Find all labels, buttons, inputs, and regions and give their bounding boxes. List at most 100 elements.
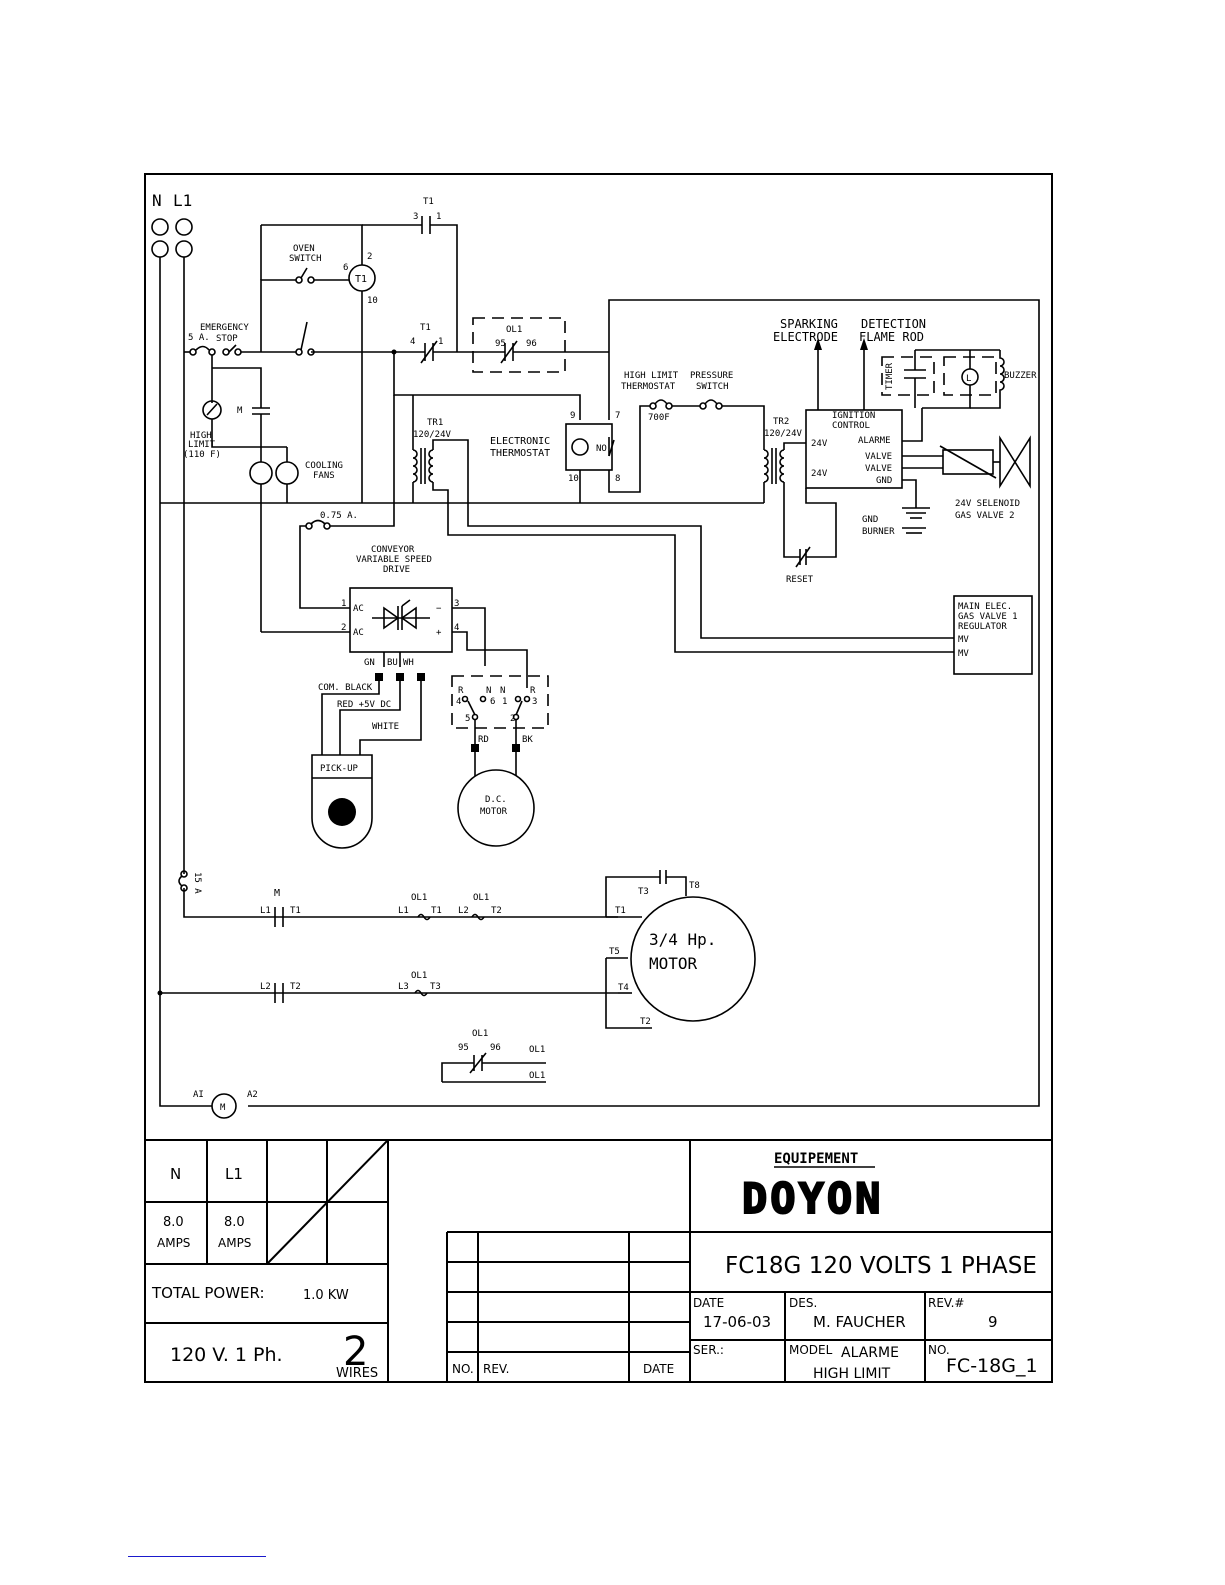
- thermostat-pin9: 9: [570, 411, 575, 421]
- gas-valve-2: [999, 435, 1031, 489]
- model-value-2: HIGH LIMIT: [813, 1366, 891, 1382]
- main-motor: [630, 896, 756, 1022]
- ol-d-95: 95: [458, 1043, 469, 1053]
- ol-c-label: OL1: [411, 971, 427, 981]
- bk-label: BK: [522, 735, 533, 745]
- ol-b-l2: L2: [458, 906, 469, 916]
- timer-box: [881, 356, 935, 396]
- contactor-t1: T1: [290, 906, 301, 916]
- t1-mid-pin1: 1: [438, 337, 443, 347]
- amps-n-value: 8.0: [163, 1215, 184, 1230]
- supply-terminals: N L1: [151, 191, 193, 258]
- conveyor-drive: [349, 587, 453, 653]
- rev-value: 9: [988, 1313, 998, 1331]
- ol1-box-label: OL1: [506, 325, 522, 335]
- m-contactor-label: M: [274, 888, 280, 899]
- ol-d-out2: OL1: [529, 1071, 545, 1081]
- t1-coil-label: T1: [355, 274, 367, 285]
- timer-label: TIMER: [885, 362, 895, 390]
- hour-meter: [211, 1093, 237, 1119]
- drive-pin1: 1: [341, 599, 346, 609]
- t1-pin2: 2: [367, 252, 372, 262]
- fuse-075-label: 0.75 A.: [320, 511, 358, 521]
- emergency-stop-label-1: EMERGENCY: [200, 323, 249, 333]
- des-value: M. FAUCHER: [813, 1313, 906, 1331]
- main-valve-label-3: REGULATOR: [958, 622, 1007, 632]
- date-value: 17-06-03: [703, 1313, 771, 1331]
- ol1-box: [472, 317, 566, 373]
- motor-t5: T5: [609, 947, 620, 957]
- rev-n1: N: [486, 686, 491, 696]
- ol-a-l1: L1: [398, 906, 409, 916]
- main-valve-label-2: GAS VALVE 1: [958, 612, 1018, 622]
- cooling-fan-2: [275, 461, 299, 485]
- t1-top-pin3: 3: [413, 212, 418, 222]
- rev-table-date: DATE: [643, 1362, 674, 1376]
- thermostat-pin8: 8: [615, 474, 620, 484]
- wires-label: WIRES: [336, 1366, 378, 1381]
- ol-a-label: OL1: [411, 893, 427, 903]
- conveyor-label-2: VARIABLE SPEED: [356, 555, 432, 565]
- company-top: EQUIPEMENT: [774, 1151, 858, 1167]
- ser-label: SER.:: [693, 1343, 724, 1357]
- des-label: DES.: [789, 1296, 817, 1310]
- fuse-5a-label: 5 A.: [188, 333, 210, 343]
- burner-label: BURNER: [862, 527, 895, 537]
- drive-wh: WH: [403, 658, 414, 668]
- total-power-value: 1.0 KW: [303, 1288, 349, 1303]
- ignition-control: [805, 409, 903, 489]
- supply-voltage: 120 V. 1 Ph.: [170, 1344, 283, 1366]
- ignition-24v-a: 24V: [811, 439, 828, 449]
- rev-5: 5: [465, 714, 470, 724]
- rev-r1: R: [458, 686, 464, 696]
- motor-t1: T1: [615, 906, 626, 916]
- high-limit-label-2: LIMIT: [188, 440, 216, 450]
- drive-bu: BU: [387, 658, 398, 668]
- pickup-sensor: [311, 754, 373, 849]
- white-label: WHITE: [372, 722, 399, 732]
- m-relay-label: M: [237, 406, 243, 416]
- drive-pin2: 2: [341, 623, 346, 633]
- dc-motor-label-1: D.C.: [485, 795, 507, 805]
- motor-t2: T2: [640, 1017, 651, 1027]
- ol1-95: 95: [495, 339, 506, 349]
- t1-top-label: T1: [423, 197, 434, 207]
- ignition-alarme: ALARME: [858, 436, 891, 446]
- high-limit-thermostat-label-1: HIGH LIMIT: [624, 371, 679, 381]
- supply-neutral-label: N: [152, 191, 162, 210]
- drive-ac2: AC: [353, 628, 364, 638]
- ol-b-t2: T2: [491, 906, 502, 916]
- conveyor-label-3: DRIVE: [383, 565, 410, 575]
- rev-table-no: NO.: [452, 1362, 474, 1376]
- company-logo: DOYON: [742, 1174, 883, 1223]
- wires-count: 2: [343, 1329, 368, 1375]
- drive-plus: +: [436, 628, 442, 638]
- com-black-label: COM. BLACK: [318, 683, 373, 693]
- drawing-frame: [144, 173, 1053, 1383]
- cooling-fan-1: [249, 461, 273, 485]
- amps-l1-value: 8.0: [224, 1215, 245, 1230]
- main-valve-mv-a: MV: [958, 635, 969, 645]
- contactor-l2: L2: [260, 982, 271, 992]
- ol-d-label: OL1: [472, 1029, 488, 1039]
- ol-c-t3: T3: [430, 982, 441, 992]
- total-power-label: TOTAL POWER:: [151, 1284, 265, 1302]
- title-block: N L1 8.0 AMPS 8.0 AMPS TOTAL POWER: 1.0 …: [144, 1139, 1052, 1382]
- no-value: FC-18G_1: [946, 1355, 1038, 1377]
- fuse-15a-label: 15 A: [192, 872, 202, 894]
- amps-n-label: N: [170, 1165, 181, 1183]
- tr2-voltage: 120/24V: [764, 429, 803, 439]
- rev-4: 4: [456, 697, 461, 707]
- dc-motor-label-2: MOTOR: [480, 807, 508, 817]
- rev-2: 2: [510, 714, 515, 724]
- detection-label-2: FLAME ROD: [859, 330, 924, 344]
- thermostat-label-2: THERMOSTAT: [490, 448, 550, 459]
- ol-c-l3: L3: [398, 982, 409, 992]
- oven-switch-label-1: OVEN: [293, 244, 315, 254]
- high-limit-label-3: (110 F): [183, 450, 221, 460]
- hour-meter-a2: A2: [247, 1090, 258, 1100]
- rev-table-rev: REV.: [483, 1362, 509, 1376]
- cooling-fans-label-1: COOLING: [305, 461, 343, 471]
- gnd-label: GND: [862, 515, 878, 525]
- ignition-valve-b: VALVE: [865, 464, 892, 474]
